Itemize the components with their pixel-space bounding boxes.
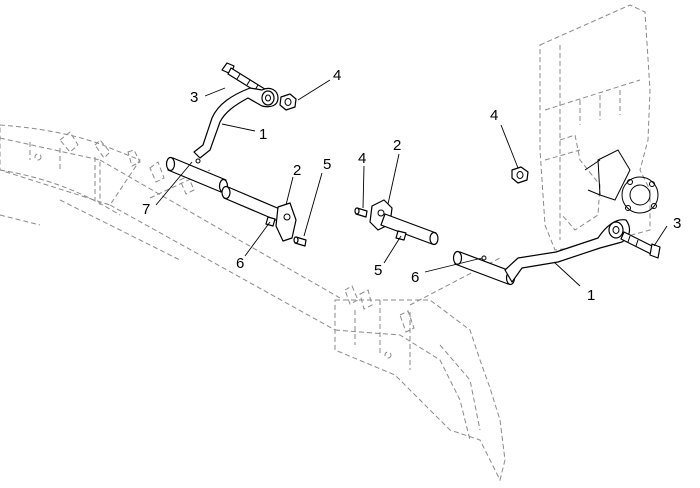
callout-2-right: 2 <box>393 137 401 154</box>
callouts: 3 4 1 7 2 5 6 4 2 5 6 1 3 4 <box>142 67 681 304</box>
nut-left <box>279 93 297 111</box>
small-bolt-left <box>265 216 276 227</box>
arm-right <box>504 219 631 283</box>
callout-5-right: 4 <box>358 150 366 167</box>
screw-right <box>354 207 368 218</box>
small-bolt-right <box>395 230 407 241</box>
pin-plate-left <box>221 185 297 242</box>
screw-left <box>293 236 307 247</box>
arm-left <box>193 87 279 159</box>
callout-4-right: 4 <box>490 107 498 124</box>
callout-5-left: 5 <box>323 156 331 173</box>
pin-plate-right <box>369 199 439 246</box>
bolt-right <box>620 231 661 259</box>
callout-4-left: 4 <box>333 67 341 84</box>
callout-3-right: 3 <box>673 215 681 232</box>
callout-1-right: 1 <box>587 287 595 304</box>
nut-right <box>511 166 529 184</box>
callout-1-left: 1 <box>259 126 267 143</box>
callout-3-left: 3 <box>190 89 198 106</box>
callout-7-right: 6 <box>411 269 419 286</box>
frame-brackets <box>34 131 415 359</box>
leader-lines <box>155 79 668 287</box>
callout-2-left: 2 <box>293 162 301 179</box>
tube-right <box>452 250 516 286</box>
tube-left <box>165 156 229 194</box>
hub-assembly <box>584 149 659 214</box>
callout-6-left: 6 <box>236 255 244 272</box>
callout-6-right: 5 <box>374 262 382 279</box>
frame-outline <box>0 4 651 482</box>
callout-7-left: 7 <box>142 201 150 218</box>
